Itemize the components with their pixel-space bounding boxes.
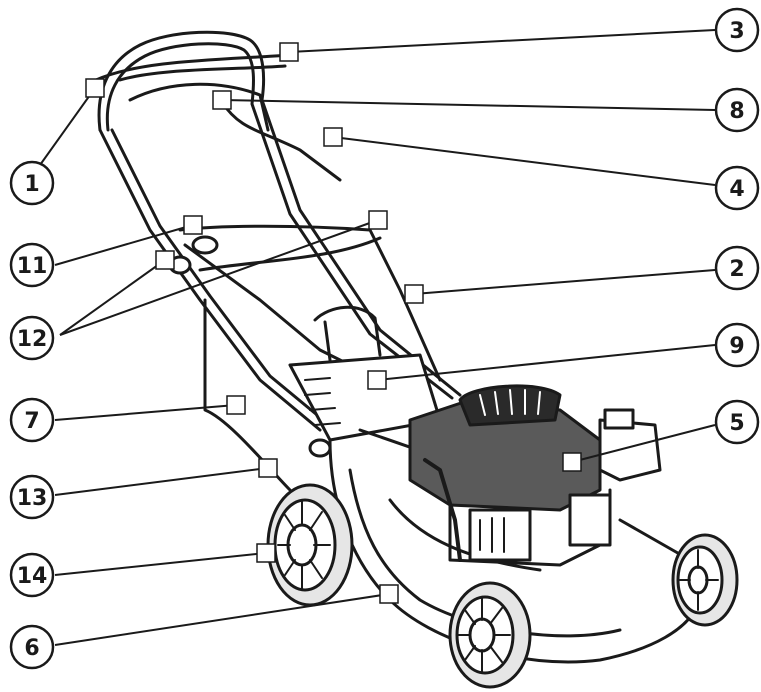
handle-left-rail-inner — [110, 128, 330, 426]
leader-5 — [571, 424, 716, 463]
fuel-cap — [603, 408, 635, 430]
svg-text:8: 8 — [729, 99, 744, 124]
leader-3 — [288, 29, 716, 53]
leader-1 — [39, 87, 96, 166]
callout-9: 9 — [714, 322, 760, 368]
front-wheel-right — [671, 533, 739, 627]
callout-4: 4 — [714, 165, 760, 211]
handle-crossbar — [94, 53, 292, 82]
marker-8 — [212, 90, 232, 110]
callout-labels: 1 3 8 4 11 2 12 9 — [9, 7, 760, 670]
marker-11 — [183, 215, 203, 235]
callout-12: 12 — [9, 315, 55, 361]
callout-markers — [85, 42, 582, 604]
leader-14 — [54, 552, 267, 576]
marker-3 — [279, 42, 299, 62]
callout-6: 6 — [9, 624, 55, 670]
leader-6 — [54, 593, 390, 646]
svg-text:9: 9 — [729, 334, 744, 359]
marker-7 — [226, 395, 246, 415]
leader-12b — [59, 219, 379, 336]
grass-catcher — [203, 298, 292, 492]
callout-8: 8 — [714, 87, 760, 133]
marker-12b — [368, 210, 388, 230]
front-wheel — [448, 581, 532, 689]
mower-deck-inner — [348, 468, 622, 638]
svg-text:7: 7 — [24, 409, 39, 434]
svg-text:13: 13 — [17, 486, 48, 511]
callout-1: 1 — [9, 160, 55, 206]
rear-wheel — [266, 483, 354, 607]
callout-14: 14 — [9, 552, 55, 598]
marker-14 — [256, 543, 276, 563]
air-filter — [598, 418, 662, 482]
leader-12a — [59, 259, 166, 336]
marker-12a — [155, 250, 175, 270]
marker-13 — [258, 458, 278, 478]
engine-block-detail — [479, 517, 505, 553]
leader-2 — [413, 269, 716, 295]
marker-9 — [367, 370, 387, 390]
handle-crossbar-2 — [118, 64, 287, 82]
marker-1 — [85, 78, 105, 98]
bag-handle — [313, 305, 382, 362]
leader-9 — [376, 344, 716, 381]
callout-5: 5 — [714, 399, 760, 445]
control-lever — [128, 82, 270, 132]
callout-3: 3 — [714, 7, 760, 53]
svg-text:2: 2 — [729, 257, 744, 282]
lower-handle-3 — [198, 236, 382, 272]
leader-7 — [54, 404, 237, 421]
clamp-knob — [191, 235, 219, 255]
handle-left-rail — [98, 128, 322, 432]
clamp-knob — [308, 438, 332, 458]
engine-fins — [479, 389, 541, 416]
leader-11 — [54, 224, 194, 266]
callout-7: 7 — [9, 397, 55, 443]
svg-text:4: 4 — [729, 177, 744, 202]
choke-plate — [568, 493, 612, 547]
marker-6 — [379, 584, 399, 604]
leader-lines — [39, 29, 716, 646]
callout-11: 11 — [9, 242, 55, 288]
svg-text:5: 5 — [729, 411, 744, 436]
leader-4 — [332, 136, 716, 186]
marker-4 — [323, 127, 343, 147]
lawn-mower-illustration — [94, 30, 739, 689]
rear-flap-slots — [304, 377, 341, 426]
callout-13: 13 — [9, 474, 55, 520]
marker-2 — [404, 284, 424, 304]
leader-8 — [221, 99, 716, 111]
svg-text:11: 11 — [17, 254, 48, 279]
handle-bar-inner — [105, 42, 454, 400]
callout-2: 2 — [714, 245, 760, 291]
marker-5 — [562, 452, 582, 472]
recoil-handle — [423, 458, 462, 562]
svg-text:6: 6 — [24, 636, 39, 661]
leader-13 — [54, 467, 269, 496]
svg-text:12: 12 — [17, 327, 48, 352]
svg-text:3: 3 — [729, 19, 744, 44]
svg-text:14: 14 — [17, 564, 48, 589]
cable — [220, 100, 342, 182]
svg-text:1: 1 — [24, 172, 39, 197]
